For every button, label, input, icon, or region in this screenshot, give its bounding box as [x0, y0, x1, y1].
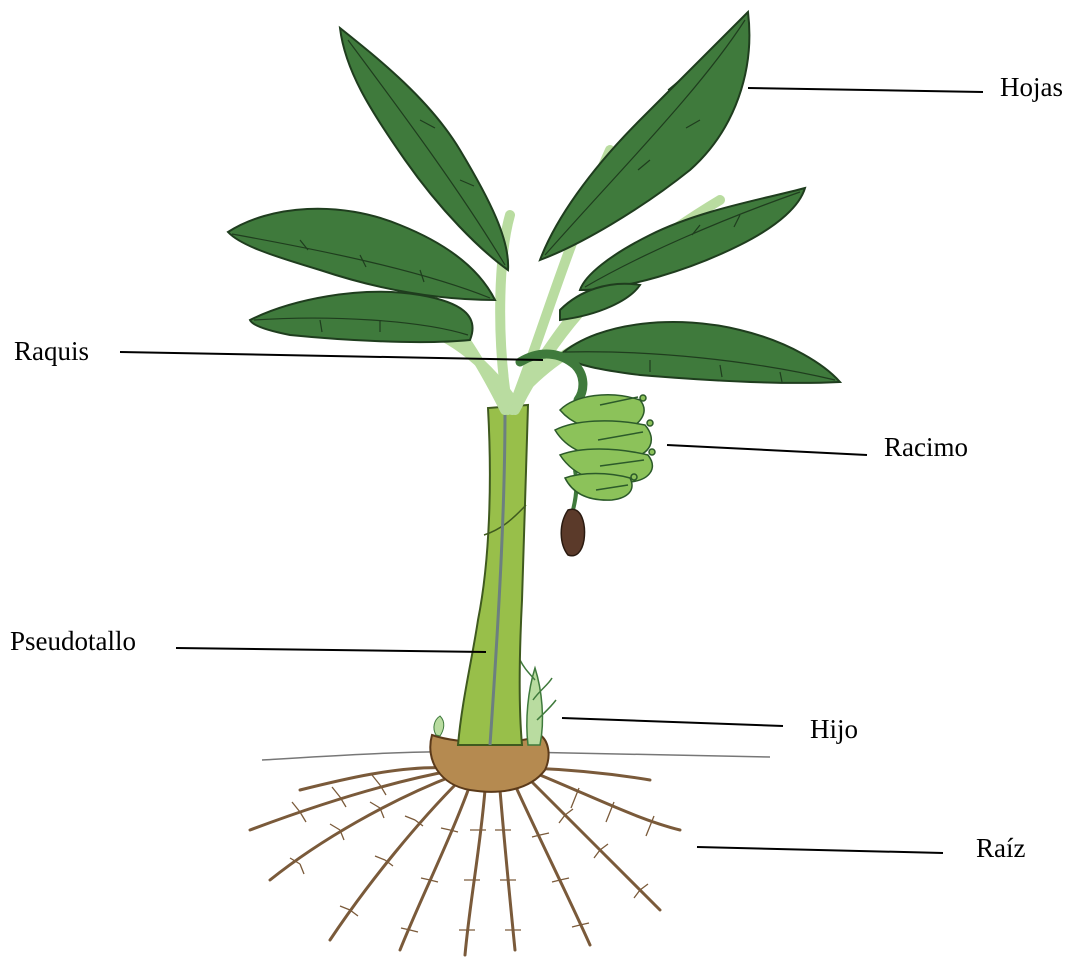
- label-racimo: Racimo: [884, 434, 968, 461]
- banana-bunch: [555, 395, 655, 500]
- leaf-right-mid: [560, 284, 640, 320]
- leader-line-raiz: [697, 847, 943, 853]
- label-hojas: Hojas: [1000, 74, 1063, 101]
- leader-line-racimo: [667, 445, 867, 455]
- leader-line-pseudotallo: [176, 648, 486, 652]
- male-bud: [561, 509, 584, 556]
- small-shoot: [434, 716, 444, 736]
- leader-line-hijo: [562, 718, 783, 726]
- roots: [250, 768, 680, 955]
- label-hijo: Hijo: [810, 716, 858, 743]
- label-raquis: Raquis: [14, 338, 89, 365]
- sucker: [520, 660, 556, 745]
- leader-line-hojas: [748, 88, 983, 92]
- leaves: [228, 12, 840, 383]
- label-raiz: Raíz: [976, 835, 1025, 862]
- label-pseudotallo: Pseudotallo: [10, 628, 136, 655]
- leaf-left-lower: [250, 292, 473, 342]
- leaf-right-lower: [560, 322, 840, 383]
